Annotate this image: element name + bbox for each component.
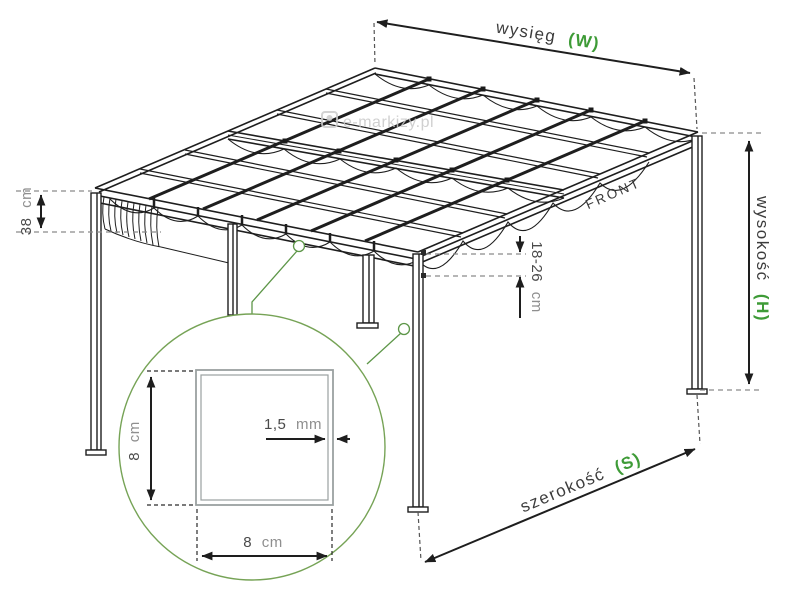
width-arrow — [424, 448, 696, 563]
post-front — [407, 253, 429, 513]
overhang-arrow — [376, 19, 691, 76]
roof-rails — [139, 88, 650, 238]
pergola-structure — [85, 67, 708, 513]
dashed-verticals — [373, 22, 701, 562]
dashed-leaders — [16, 132, 762, 391]
post-rear-left — [85, 192, 107, 456]
post-mid-short — [356, 254, 379, 329]
callout-anchor-1 — [292, 239, 306, 253]
dimension-arrows — [36, 19, 754, 563]
rear-drop-label: 38 cm — [18, 187, 35, 235]
watermark: e-markizy.pl — [321, 111, 434, 131]
post-mid-left — [227, 223, 238, 316]
canopy-swags — [109, 73, 699, 270]
callout-anchor-2 — [397, 322, 411, 336]
profile-width-label: 8 cm — [243, 534, 283, 551]
post-right — [686, 135, 708, 395]
rail-connectors — [282, 76, 648, 183]
front-drop-label: 18-26 cm — [528, 241, 545, 313]
middle-beam — [227, 130, 565, 199]
bracket-terminals — [421, 250, 426, 278]
posts — [85, 135, 708, 513]
overhang-label: wysięg (W) — [494, 17, 602, 53]
profile-cross-section — [195, 369, 334, 506]
detail-dashes — [147, 370, 333, 561]
profile-height-label: 8 cm — [126, 421, 143, 461]
callout-leaders — [251, 239, 411, 365]
swag-brackets — [152, 198, 376, 251]
detail-arrows — [146, 376, 350, 561]
height-label: wysokość (H) — [753, 195, 772, 322]
detail-callout: 8 cm 8 cm 1,5 mm — [118, 239, 411, 581]
watermark-text: e-markizy.pl — [343, 114, 434, 131]
wall-thickness-label: 1,5 mm — [264, 416, 322, 433]
width-label: szerokość (S) — [517, 449, 644, 516]
retracted-fabric-bundle — [102, 196, 230, 264]
roof-frame — [94, 67, 699, 267]
